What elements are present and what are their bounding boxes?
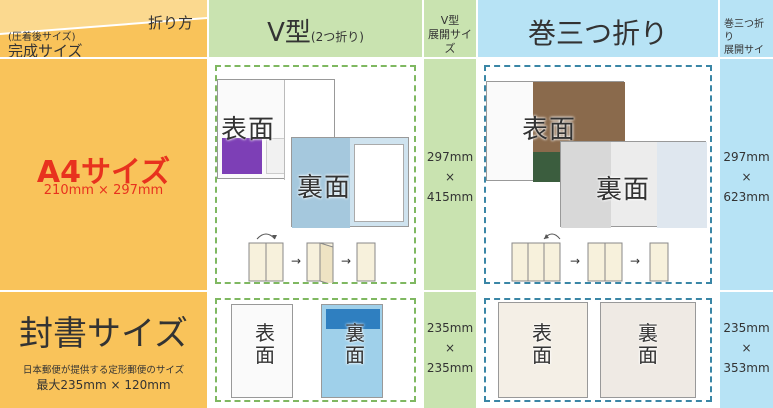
kan-spread-sub: 展開サイズ xyxy=(724,45,764,56)
kan-spread-title: 巻三つ折り xyxy=(724,19,764,43)
a4-v-spread-cell: 297mm × 415mm xyxy=(424,59,476,290)
v-type-header: V型(2つ折り) xyxy=(209,0,422,57)
a4-kan-illustration: 表面 裏面 → → xyxy=(478,59,718,290)
a4-v-spread-x: × xyxy=(444,170,456,184)
front-label: 表面 xyxy=(522,115,577,145)
a4-size-cell: A4サイズ 210mm × 297mm xyxy=(0,59,207,290)
kan-title: 巻三つ折り xyxy=(527,17,668,50)
fuusho-v-spread-h: 235mm xyxy=(426,321,474,335)
fuusho-sub: 日本郵便が提供する定形郵便のサイズ xyxy=(22,365,185,376)
fuusho-v-spread-cell: 235mm × 235mm xyxy=(424,292,476,408)
front-label-1: 表 xyxy=(532,321,552,345)
a4-dimension: 210mm × 297mm xyxy=(43,183,164,198)
fuusho-kan-spread-cell: 235mm × 353mm xyxy=(720,292,773,408)
kan-spread-header: 巻三つ折り 展開サイズ xyxy=(720,0,773,57)
a4-kan-spread-h: 297mm xyxy=(723,150,770,164)
a4-kan-spread-x: × xyxy=(741,170,752,184)
fuusho-max: 最大235mm × 120mm xyxy=(36,378,171,392)
a4-kan-spread-cell: 297mm × 623mm xyxy=(720,59,773,290)
front-card-image xyxy=(498,302,588,398)
fold-method-label: 折り方 xyxy=(147,14,193,32)
fold-steps-icon: → → xyxy=(248,233,376,283)
fold-steps-icon: → → xyxy=(511,233,669,282)
fuusho-kan-spread-w: 353mm xyxy=(723,361,770,375)
diagonal-divider xyxy=(0,0,207,35)
size-main-label: 完成サイズ xyxy=(8,42,83,57)
a4-v-spread-w: 415mm xyxy=(426,190,474,204)
fuusho-kan-spread-x: × xyxy=(741,341,752,355)
back-flyer-image xyxy=(291,137,409,228)
v-type-title: V型 xyxy=(267,18,311,48)
a4-v-spread-h: 297mm xyxy=(426,150,474,164)
back-card-image xyxy=(321,304,383,398)
fuusho-v-spread-x: × xyxy=(444,341,456,355)
v-spread-header: V型 展開サイズ xyxy=(424,0,476,57)
back-brochure-image xyxy=(560,141,707,228)
svg-text:→: → xyxy=(630,254,640,268)
v-spread-sub: 展開サイズ xyxy=(428,28,472,55)
back-label: 裏面 xyxy=(297,173,352,203)
back-label-2: 面 xyxy=(345,343,365,367)
fuusho-size-cell: 封書サイズ 日本郵便が提供する定形郵便のサイズ 最大235mm × 120mm xyxy=(0,292,207,408)
fuusho-kan-spread-h: 235mm xyxy=(723,321,770,335)
a4-title: A4サイズ xyxy=(36,155,171,190)
fuusho-v-spread-w: 235mm xyxy=(426,361,474,375)
back-label-1: 裏 xyxy=(345,321,365,345)
front-label-1: 表 xyxy=(255,321,275,345)
v-type-sub: (2つ折り) xyxy=(310,30,364,44)
a4-v-illustration: 表面 裏面 → → xyxy=(209,59,422,290)
size-sub-label: (圧着後サイズ) xyxy=(8,32,76,43)
front-card-image xyxy=(231,304,293,398)
fuusho-title: 封書サイズ xyxy=(19,314,188,354)
back-card-image xyxy=(600,302,696,398)
v-spread-title: V型 xyxy=(440,14,460,27)
kan-header: 巻三つ折り xyxy=(478,0,718,57)
front-label-2: 面 xyxy=(255,343,275,367)
front-label: 表面 xyxy=(221,115,276,145)
header-corner: 折り方 (圧着後サイズ) 完成サイズ xyxy=(0,0,207,57)
svg-text:→: → xyxy=(341,254,351,268)
svg-text:→: → xyxy=(291,254,301,268)
back-label: 裏面 xyxy=(596,175,651,205)
a4-kan-spread-w: 623mm xyxy=(723,190,770,204)
fuusho-v-illustration: 表 面 裏 面 xyxy=(209,292,422,408)
back-label-2: 面 xyxy=(638,343,658,367)
fuusho-kan-illustration: 表 面 裏 面 xyxy=(478,292,718,408)
front-label-2: 面 xyxy=(532,343,552,367)
svg-text:→: → xyxy=(570,254,580,268)
back-label-1: 裏 xyxy=(638,321,658,345)
